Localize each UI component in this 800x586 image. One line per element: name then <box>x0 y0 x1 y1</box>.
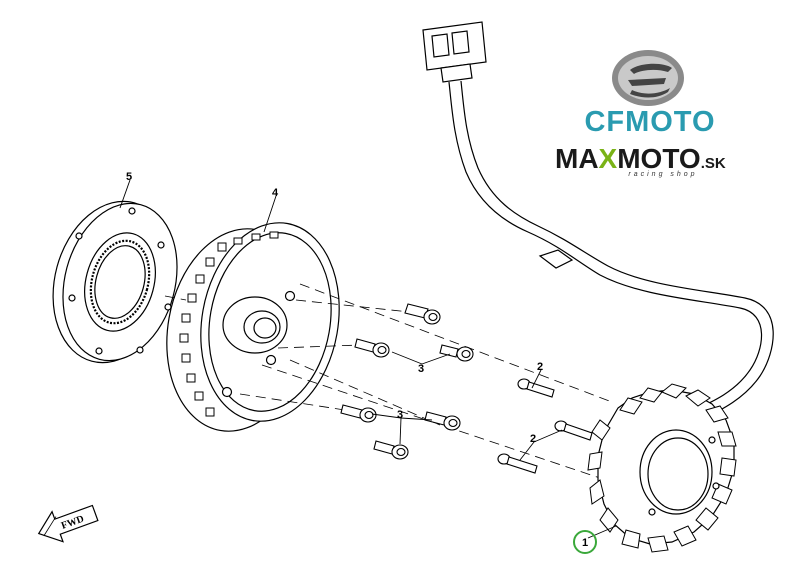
flywheel-bolts-part-3 <box>340 303 474 460</box>
bolt <box>373 440 409 460</box>
maxmoto-wordmark-end: MOTO <box>617 143 701 174</box>
cfmoto-wordmark: CFMOTO <box>584 106 716 138</box>
callout-3-lower: 3 <box>397 409 403 421</box>
flywheel-part-4 <box>166 222 340 432</box>
bolt <box>497 453 538 474</box>
bolt <box>340 404 377 423</box>
callout-1-highlight-circle <box>573 530 597 554</box>
callout-leaders <box>119 179 617 539</box>
one-way-clutch-part-5 <box>52 200 178 364</box>
maxmoto-domain-suffix: .SK <box>700 155 726 172</box>
callout-1: 1 <box>582 537 588 549</box>
callout-2-upper: 2 <box>537 361 543 373</box>
bolt <box>424 411 461 431</box>
maxmoto-tagline: racing shop <box>628 171 698 178</box>
bolt <box>439 344 474 362</box>
bolt <box>354 338 390 358</box>
callout-4: 4 <box>272 187 279 199</box>
flywheel-reluctor-teeth <box>179 231 279 417</box>
stator-poles <box>587 383 737 553</box>
callout-3-upper: 3 <box>418 363 424 375</box>
maxmoto-wordmark-start: MA <box>555 143 599 174</box>
maxmoto-wordmark: MAXMOTO.SK <box>555 143 726 175</box>
callout-5: 5 <box>126 171 132 183</box>
wiring-harness <box>448 80 774 421</box>
callout-2-lower: 2 <box>530 433 536 445</box>
cfmoto-logo-icon <box>612 50 684 106</box>
stator-part-1 <box>587 383 737 553</box>
maxmoto-x-letter: X <box>598 143 618 174</box>
bolt <box>404 303 441 325</box>
connector <box>422 21 487 83</box>
bolt <box>517 378 555 398</box>
fwd-arrow-icon: FWD <box>37 504 99 543</box>
stator-bolts-part-2 <box>497 378 593 474</box>
bolt <box>554 420 593 441</box>
